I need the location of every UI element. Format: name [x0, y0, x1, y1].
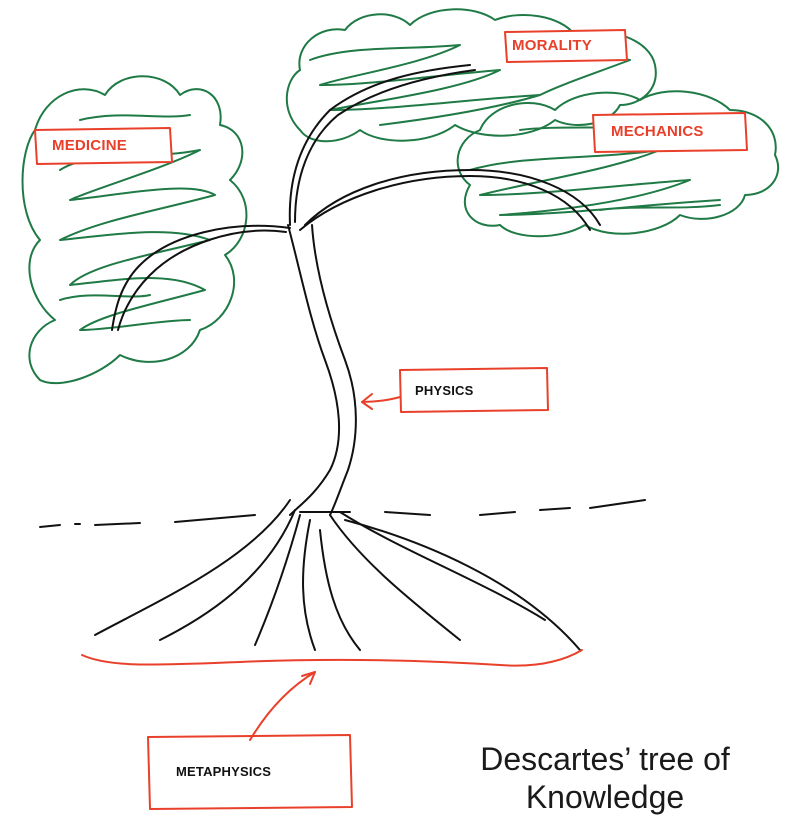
- arrow-metaphysics: [249, 671, 316, 741]
- branch-right-2: [299, 175, 591, 231]
- caption-line-1: Descartes’ tree of: [480, 741, 730, 777]
- physics-label: PHYSICS: [415, 383, 474, 398]
- ground-curve: [81, 649, 583, 667]
- roots: [94, 499, 581, 651]
- foliage: [21, 8, 780, 385]
- ground-line: [39, 499, 646, 528]
- foliage-right-outline: [456, 90, 780, 238]
- foliage-left-scribble: [59, 114, 216, 331]
- medicine-label: MEDICINE: [52, 137, 127, 154]
- morality-label: MORALITY: [512, 37, 592, 54]
- trunk-right-edge: [311, 224, 357, 516]
- foliage-left-outline: [21, 75, 248, 385]
- box-morality: [504, 29, 628, 63]
- branch-left: [111, 224, 291, 331]
- diagram-caption: Descartes’ tree of Knowledge: [430, 740, 780, 816]
- box-mechanics: [592, 112, 748, 153]
- caption-line-2: Knowledge: [525, 779, 685, 815]
- box-physics: [399, 367, 549, 413]
- metaphysics-label: METAPHYSICS: [176, 764, 272, 779]
- branch-top-2: [294, 69, 476, 223]
- trunk-and-branches: [111, 64, 601, 516]
- arrow-physics: [361, 396, 401, 403]
- annotation-boxes: [34, 29, 748, 810]
- trunk-left-edge: [287, 224, 340, 516]
- box-medicine: [34, 127, 173, 165]
- annotation-arrows: [81, 393, 583, 741]
- branch-left-2: [117, 229, 287, 331]
- branch-top: [288, 64, 471, 226]
- branch-right: [304, 169, 601, 226]
- mechanics-label: MECHANICS: [611, 123, 704, 140]
- box-metaphysics: [147, 734, 353, 810]
